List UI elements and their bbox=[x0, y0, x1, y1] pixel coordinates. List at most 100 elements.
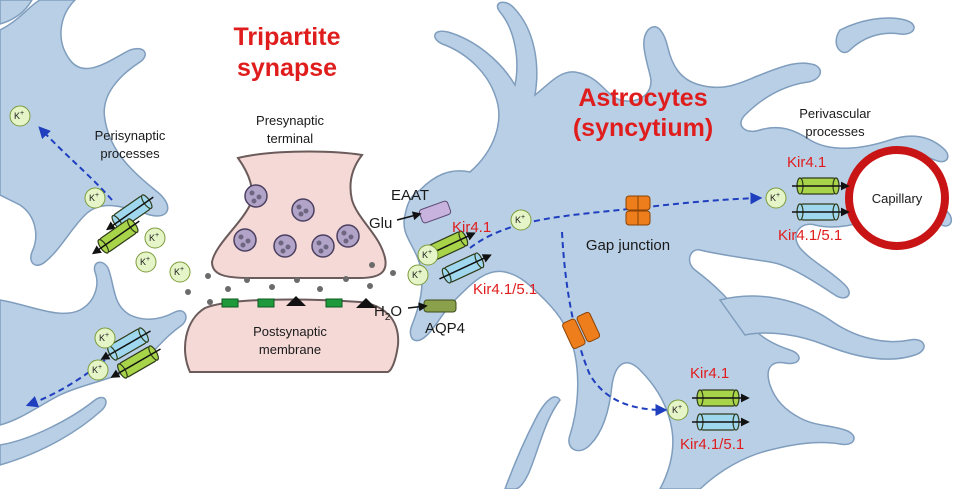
presynaptic-terminal bbox=[210, 150, 387, 279]
gap-junction-label: Gap junction bbox=[586, 237, 670, 254]
receptor bbox=[325, 298, 343, 308]
left-top-finger bbox=[0, 0, 33, 25]
aqp4-label: AQP4 bbox=[425, 320, 465, 337]
potassium-ion: K+ bbox=[407, 264, 429, 286]
vesicle bbox=[273, 234, 297, 258]
svg-text:K+: K+ bbox=[140, 256, 150, 267]
tripartite-title-line1: Tripartite bbox=[234, 23, 341, 51]
svg-text:K+: K+ bbox=[422, 249, 432, 260]
receptor bbox=[257, 298, 275, 308]
potassium-ion: K+ bbox=[417, 244, 439, 266]
left-bottom-finger bbox=[0, 396, 107, 466]
svg-text:K+: K+ bbox=[672, 404, 682, 415]
kir41-top-right-label: Kir4.1 bbox=[787, 154, 826, 171]
receptor bbox=[286, 296, 306, 306]
synaptic-vesicles bbox=[233, 184, 360, 258]
aqp4-channel bbox=[407, 299, 457, 313]
right-astrocyte-syncytium bbox=[403, 1, 952, 489]
postsynaptic-label-line2: membrane bbox=[259, 342, 321, 357]
kir41-channel-perivascular bbox=[792, 177, 850, 195]
vesicle bbox=[233, 228, 257, 252]
receptor bbox=[356, 298, 376, 308]
perivascular-label-line2: processes bbox=[805, 124, 865, 139]
astrocytes-title-line1: Astrocytes bbox=[578, 84, 707, 112]
perivascular-label-line1: Perivascular bbox=[799, 106, 871, 121]
vesicle bbox=[244, 184, 268, 208]
left-astrocyte-processes bbox=[0, 0, 187, 466]
astrocyte-top-right-finger bbox=[835, 17, 915, 54]
svg-text:H2O: H2O bbox=[374, 303, 402, 323]
svg-text:K+: K+ bbox=[174, 266, 184, 277]
kir41-channel-left-lower bbox=[110, 345, 161, 379]
potassium-ion: K+ bbox=[84, 187, 106, 209]
kir4151-channel-left-upper bbox=[105, 194, 154, 231]
gap-junction-lower bbox=[562, 311, 601, 349]
flow-to-lower-process bbox=[561, 231, 668, 416]
postsynaptic-receptors bbox=[221, 296, 376, 308]
receptor bbox=[221, 298, 239, 308]
presynaptic-label-line1: Presynaptic bbox=[256, 113, 324, 128]
kir4151-top-right-label: Kir4.1/5.1 bbox=[778, 227, 842, 244]
kir4151-channel-left-lower bbox=[100, 327, 151, 361]
postsynaptic-body bbox=[184, 298, 400, 373]
potassium-ion: K+ bbox=[169, 261, 191, 283]
capillary-label: Capillary bbox=[872, 191, 923, 206]
potassium-ion: K+ bbox=[667, 399, 689, 421]
kir41-left-label: Kir4.1 bbox=[452, 219, 491, 236]
svg-text:K+: K+ bbox=[412, 269, 422, 280]
kir4151-bottom-right-label: Kir4.1/5.1 bbox=[680, 436, 744, 453]
astrocyte-lower-right-finger bbox=[718, 295, 925, 360]
glu-label: Glu bbox=[369, 215, 392, 232]
presynaptic-label-line2: terminal bbox=[267, 131, 313, 146]
vesicle bbox=[291, 198, 315, 222]
tripartite-title-line2: synapse bbox=[237, 54, 337, 82]
svg-text:K+: K+ bbox=[515, 214, 525, 225]
astrocytes-title: Astrocytes (syncytium) bbox=[573, 84, 713, 142]
svg-text:K+: K+ bbox=[149, 232, 159, 243]
potassium-ion: K+ bbox=[94, 327, 116, 349]
flow-left-lower bbox=[25, 359, 106, 408]
kir4151-channel-synapse-side bbox=[439, 252, 492, 284]
vesicle bbox=[311, 234, 335, 258]
h2o-label: H2O bbox=[374, 303, 402, 323]
postsynaptic-membrane bbox=[184, 296, 400, 373]
potassium-ion: K+ bbox=[135, 251, 157, 273]
gap-junction-upper bbox=[625, 195, 651, 226]
astrocyte-main-body bbox=[403, 1, 952, 489]
svg-text:K+: K+ bbox=[92, 364, 102, 375]
svg-text:K+: K+ bbox=[99, 332, 109, 343]
kir41-channel-lower-process bbox=[692, 389, 750, 407]
kir4151-channel-lower-process bbox=[692, 413, 750, 431]
potassium-flow-paths bbox=[25, 126, 763, 416]
kir41-channel-left-upper bbox=[91, 218, 140, 255]
capillary-wall bbox=[845, 146, 949, 250]
perisynaptic-label-line2: processes bbox=[100, 146, 160, 161]
perisynaptic-label-line1: Perisynaptic bbox=[95, 128, 166, 143]
potassium-ion: K+ bbox=[510, 209, 532, 231]
kir4151-channel-perivascular bbox=[792, 203, 850, 221]
flow-left-upper bbox=[38, 126, 113, 201]
left-lower-process bbox=[0, 261, 187, 426]
postsynaptic-label-line1: Postsynaptic bbox=[253, 324, 327, 339]
eaat-label: EAAT bbox=[391, 187, 429, 204]
astrocytes-title-line2: (syncytium) bbox=[573, 114, 713, 142]
potassium-ion: K+ bbox=[765, 187, 787, 209]
potassium-ion: K+ bbox=[87, 359, 109, 381]
potassium-ion: K+ bbox=[9, 105, 31, 127]
potassium-ion: K+ bbox=[144, 227, 166, 249]
vesicle bbox=[336, 224, 360, 248]
neurotransmitter-dots bbox=[185, 262, 396, 305]
astrocyte-lower-left-finger bbox=[504, 396, 561, 489]
eaat-transporter bbox=[396, 200, 452, 224]
vesicle-contents bbox=[238, 190, 354, 254]
capillary: Capillary bbox=[845, 146, 949, 250]
svg-text:K+: K+ bbox=[14, 110, 24, 121]
left-upper-process bbox=[0, 0, 169, 266]
kir41-bottom-right-label: Kir4.1 bbox=[690, 365, 729, 382]
svg-text:K+: K+ bbox=[89, 192, 99, 203]
kir4151-left-label: Kir4.1/5.1 bbox=[473, 281, 537, 298]
svg-text:K+: K+ bbox=[770, 192, 780, 203]
potassium-ions-layer: K+K+K+K+K+K+K+K+K+K+K+K+ bbox=[9, 105, 787, 421]
